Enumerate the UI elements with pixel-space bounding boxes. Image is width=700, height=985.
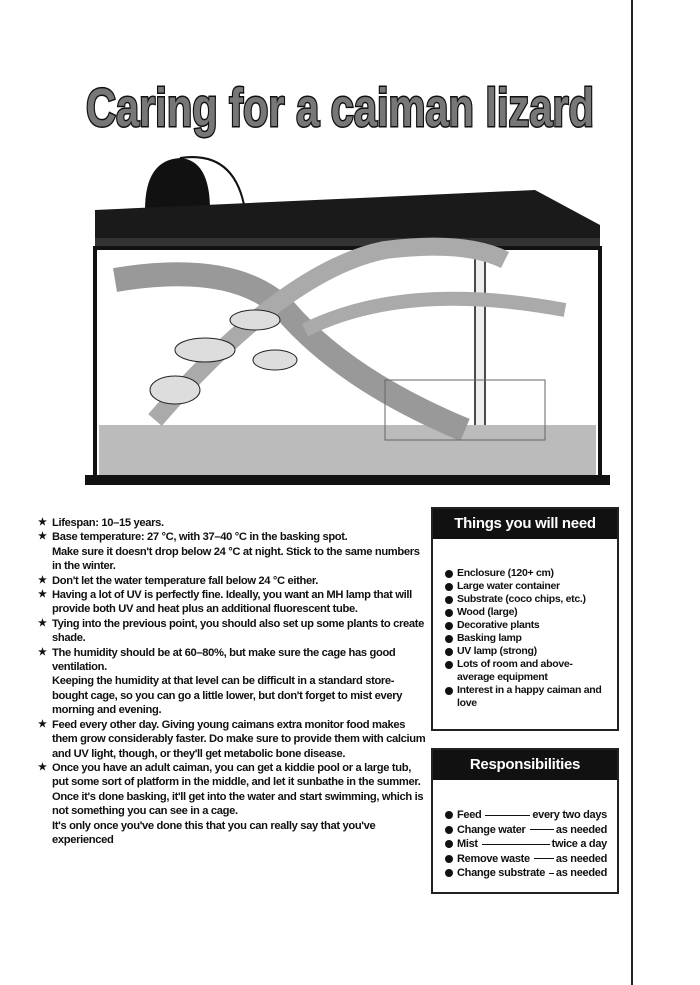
leader-line <box>529 829 554 831</box>
needs-item: Wood (large) <box>445 606 609 619</box>
responsibility-task: Feed <box>457 809 482 821</box>
responsibility-frequency: as needed <box>555 852 607 865</box>
note-line: The humidity should be at 60–80%, but ma… <box>52 646 396 674</box>
responsibility-item: Change water as needed <box>445 823 607 838</box>
needs-item: Substrate (coco chips, etc.) <box>445 593 609 606</box>
needs-item: Large water container <box>445 580 609 593</box>
responsibility-frequency: as needed <box>555 867 607 879</box>
responsibilities-heading: Responsibilities <box>433 750 617 780</box>
note-item: Base temperature: 27 °C, with 37–40 °C i… <box>38 530 426 573</box>
responsibility-frequency: twice a day <box>551 838 608 850</box>
leader-line <box>533 858 554 860</box>
note-item: Lifespan: 10–15 years. <box>38 516 426 531</box>
note-line: Keeping the humidity at that level can b… <box>52 675 403 717</box>
note-line: Having a lot of UV is perfectly fine. Id… <box>52 589 412 616</box>
responsibility-item: Remove waste as needed <box>445 852 607 867</box>
note-item: Feed every other day. Giving young caima… <box>38 718 426 761</box>
responsibility-frequency: as needed <box>555 823 607 836</box>
note-line: Once it's done basking, it'll get into t… <box>52 790 424 818</box>
care-notes-list: Lifespan: 10–15 years. Base temperature: … <box>38 516 426 847</box>
note-item: Tying into the previous point, you shoul… <box>38 617 426 646</box>
title-text: Caring for a caiman lizard <box>86 78 594 138</box>
note-line: It's only once you've done this that you… <box>52 819 376 846</box>
needs-item: Interest in a happy caiman and love <box>445 684 609 710</box>
needs-heading: Things you will need <box>433 509 617 539</box>
responsibility-item: Change substrate as needed <box>445 866 607 881</box>
note-item: Having a lot of UV is perfectly fine. Id… <box>38 588 426 617</box>
aquarium-illustration <box>85 156 610 485</box>
note-line: Feed every other day. Giving young caima… <box>52 718 426 760</box>
note-line: Don't let the water temperature fall bel… <box>52 574 319 587</box>
note-line: Once you have an adult caiman, you can g… <box>52 761 421 789</box>
lamp-icon <box>145 156 246 211</box>
needs-item: Enclosure (120+ cm) <box>445 567 609 580</box>
note-line: Make sure it doesn't drop below 24 °C at… <box>52 545 420 573</box>
page-title: Caring for a caiman lizard <box>85 77 596 140</box>
things-you-will-need-box: Things you will need Enclosure (120+ cm)… <box>431 507 619 731</box>
responsibility-item: Feed every two days <box>445 808 607 823</box>
note-item: Don't let the water temperature fall bel… <box>38 574 426 589</box>
needs-item: UV lamp (strong) <box>445 645 609 658</box>
needs-item: Decorative plants <box>445 619 609 632</box>
responsibility-item: Mist twice a day <box>445 837 607 852</box>
leader-line <box>481 843 550 845</box>
note-line: Tying into the previous point, you shoul… <box>52 617 424 645</box>
needs-item: Lots of room and above-average equipment <box>445 658 609 684</box>
note-item: The humidity should be at 60–80%, but ma… <box>38 646 426 718</box>
needs-item: Basking lamp <box>445 632 609 645</box>
note-line: Base temperature: 27 °C, with 37–40 °C i… <box>52 531 348 544</box>
responsibility-task: Change substrate <box>457 867 546 879</box>
page-border-line <box>631 0 633 985</box>
responsibility-task: Change water <box>457 823 526 836</box>
responsibility-frequency: every two days <box>532 809 607 821</box>
responsibility-task: Mist <box>457 838 478 850</box>
leader-line <box>549 872 554 874</box>
note-item: Once you have an adult caiman, you can g… <box>38 761 426 847</box>
leader-line <box>485 814 531 816</box>
note-line: Lifespan: 10–15 years. <box>52 517 164 529</box>
responsibility-task: Remove waste <box>457 852 530 865</box>
needs-list: Enclosure (120+ cm)Large water container… <box>433 539 617 718</box>
